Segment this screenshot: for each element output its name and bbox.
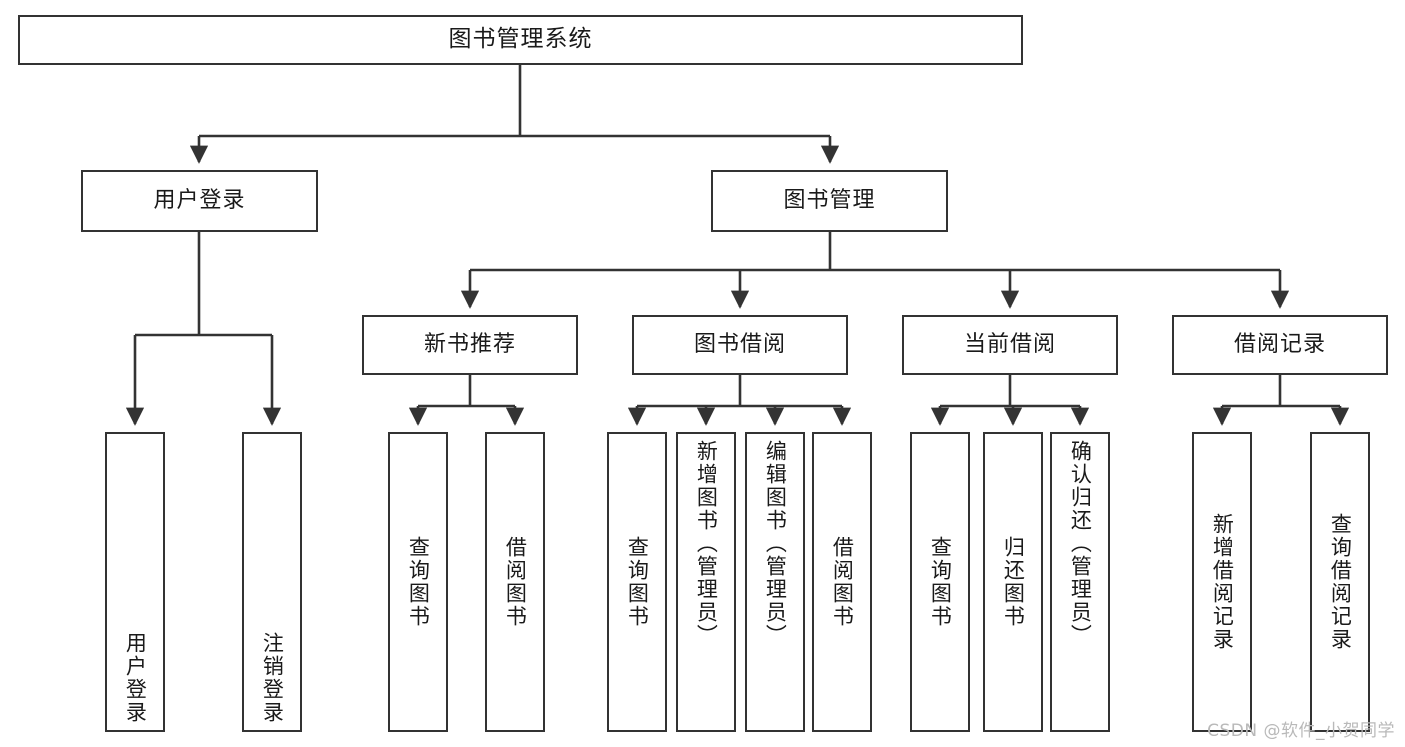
node-leaf-user-logout[interactable]: 注销登录 [242, 432, 302, 732]
node-leaf-user-login[interactable]: 用户登录 [105, 432, 165, 732]
node-leaf-return-book[interactable]: 归还图书 [983, 432, 1043, 732]
node-leaf-query-book-3[interactable]: 查询图书 [910, 432, 970, 732]
node-leaf-edit-book-admin-label: 编辑图书（管理员） [763, 440, 788, 647]
node-leaf-confirm-return-label: 确认归还（管理员） [1068, 440, 1093, 647]
node-user-login[interactable]: 用户登录 [81, 170, 318, 232]
node-leaf-user-logout-label: 注销登录 [260, 632, 285, 724]
node-book-management-label: 图书管理 [783, 187, 876, 213]
node-leaf-query-record-label: 查询借阅记录 [1328, 513, 1353, 651]
node-leaf-query-book-1-label: 查询图书 [406, 536, 431, 628]
node-leaf-query-book-2[interactable]: 查询图书 [607, 432, 667, 732]
node-leaf-add-book-admin[interactable]: 新增图书（管理员） [676, 432, 736, 732]
node-leaf-return-book-label: 归还图书 [1001, 536, 1026, 628]
node-leaf-add-record[interactable]: 新增借阅记录 [1192, 432, 1252, 732]
node-root-label: 图书管理系统 [448, 26, 593, 53]
node-borrow-record-label: 借阅记录 [1233, 331, 1326, 357]
node-book-borrow[interactable]: 图书借阅 [632, 315, 848, 375]
node-leaf-borrow-book-1-label: 借阅图书 [503, 536, 528, 628]
node-current-borrow-label: 当前借阅 [963, 331, 1056, 357]
node-user-login-label: 用户登录 [153, 187, 246, 213]
node-leaf-query-book-1[interactable]: 查询图书 [388, 432, 448, 732]
node-leaf-borrow-book-2-label: 借阅图书 [830, 536, 855, 628]
node-leaf-borrow-book-1[interactable]: 借阅图书 [485, 432, 545, 732]
node-leaf-edit-book-admin[interactable]: 编辑图书（管理员） [745, 432, 805, 732]
node-leaf-query-record[interactable]: 查询借阅记录 [1310, 432, 1370, 732]
node-book-management[interactable]: 图书管理 [711, 170, 948, 232]
node-borrow-record[interactable]: 借阅记录 [1172, 315, 1388, 375]
node-leaf-user-login-label: 用户登录 [123, 632, 148, 724]
node-leaf-borrow-book-2[interactable]: 借阅图书 [812, 432, 872, 732]
node-new-book-recommend-label: 新书推荐 [423, 331, 516, 357]
node-current-borrow[interactable]: 当前借阅 [902, 315, 1118, 375]
node-book-borrow-label: 图书借阅 [693, 331, 786, 357]
node-root[interactable]: 图书管理系统 [18, 15, 1023, 65]
csdn-watermark: CSDN @软件_小贺同学 [1207, 721, 1395, 741]
node-new-book-recommend[interactable]: 新书推荐 [362, 315, 578, 375]
node-leaf-add-record-label: 新增借阅记录 [1210, 513, 1235, 651]
node-leaf-query-book-2-label: 查询图书 [625, 536, 650, 628]
node-leaf-add-book-admin-label: 新增图书（管理员） [694, 440, 719, 647]
node-leaf-confirm-return[interactable]: 确认归还（管理员） [1050, 432, 1110, 732]
node-leaf-query-book-3-label: 查询图书 [928, 536, 953, 628]
